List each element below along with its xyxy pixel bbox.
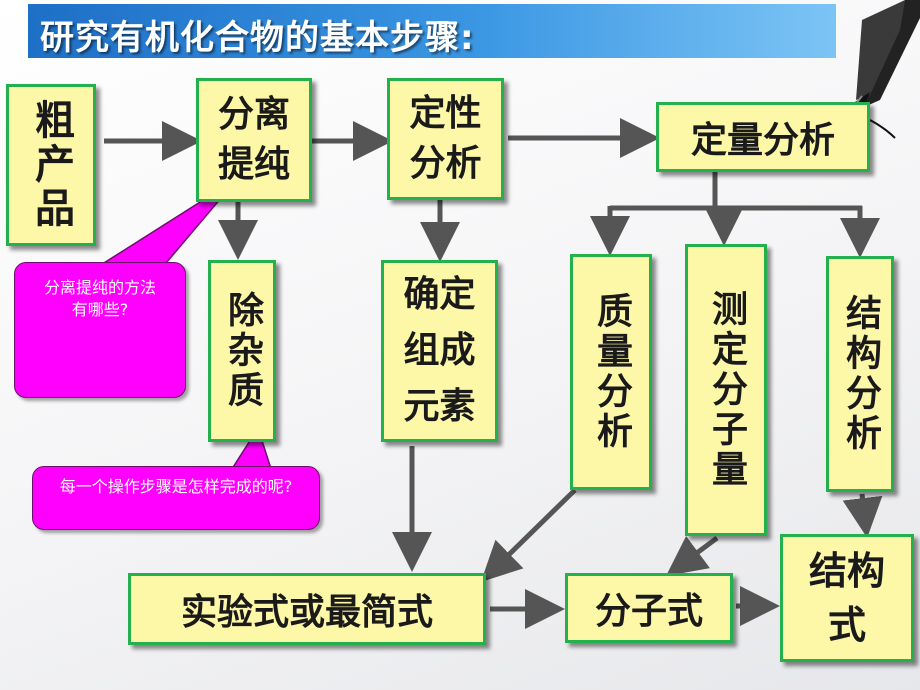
arrow-molmass-to-molecular — [665, 535, 719, 576]
callout-each-step: 每一个操作步骤是怎样完成的呢? — [32, 466, 320, 530]
box-determine-elements: 确定组成元素 — [381, 260, 498, 442]
callout-separation-methods: 分离提纯的方法有哪些? — [14, 262, 186, 398]
box-mass-analysis: 质量分析 — [570, 254, 652, 490]
box-molecular-mass: 测定分子量 — [685, 244, 767, 536]
box-remove-impurities: 除杂质 — [208, 260, 276, 442]
box-separation-purification: 分离提纯 — [196, 78, 312, 202]
page-title: 研究有机化合物的基本步骤: — [40, 18, 475, 58]
arrow-structure-to-formula — [842, 493, 883, 538]
box-crude-product: 粗产品 — [6, 84, 96, 246]
box-structural-formula: 结构式 — [780, 534, 914, 662]
box-qualitative-analysis: 定性分析 — [387, 78, 504, 200]
arrow-mass-to-empirical — [480, 488, 577, 582]
box-structure-analysis: 结构分析 — [826, 256, 894, 492]
box-quantitative-analysis: 定量分析 — [656, 102, 870, 172]
box-molecular-formula: 分子式 — [565, 573, 733, 643]
title-bar: 研究有机化合物的基本步骤: — [28, 4, 836, 58]
box-empirical-formula: 实验式或最简式 — [128, 573, 486, 645]
